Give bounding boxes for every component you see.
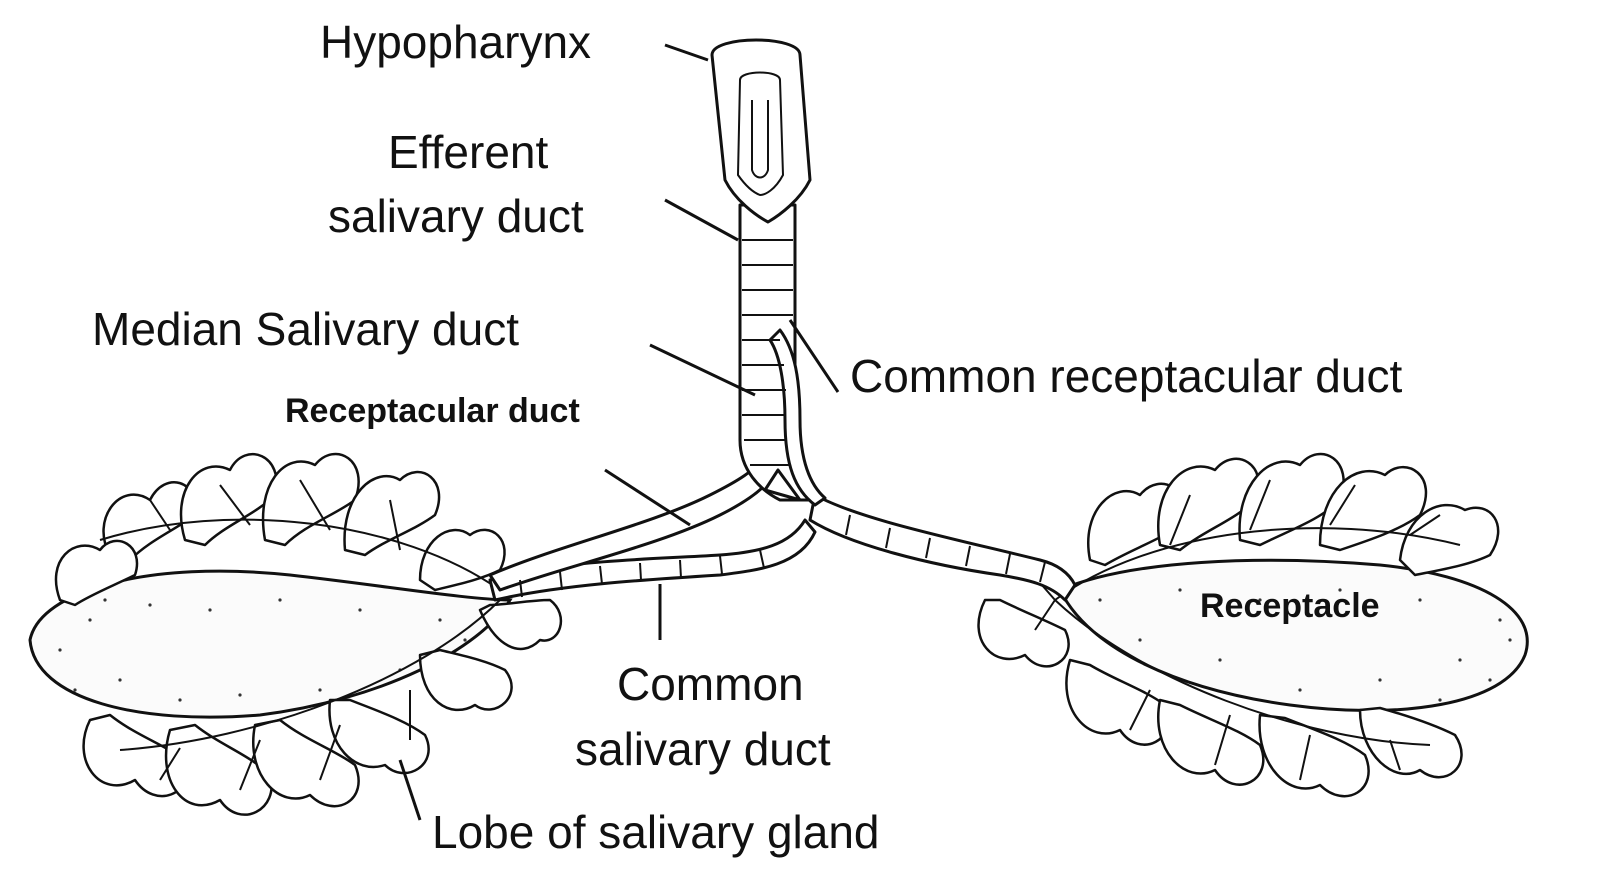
label-common-salivary-line1: Common [617,658,804,710]
left-salivary-gland [30,454,561,815]
right-common-salivary-duct [810,495,1075,600]
right-lobes-top [1088,454,1498,575]
label-common-receptacular-duct: Common receptacular duct [850,350,1402,402]
duct-system [490,40,1075,600]
label-hypopharynx: Hypopharynx [320,16,591,68]
right-salivary-gland [979,454,1528,796]
label-common-salivary-line2: salivary duct [575,723,831,775]
label-efferent-line2: salivary duct [328,190,584,242]
label-receptacular-duct: Receptacular duct [285,392,580,430]
label-efferent-line1: Efferent [388,126,548,178]
label-receptacle: Receptacle [1200,587,1380,625]
label-median-salivary-duct: Median Salivary duct [92,303,519,355]
label-lobe-of-salivary-gland: Lobe of salivary gland [432,806,880,858]
